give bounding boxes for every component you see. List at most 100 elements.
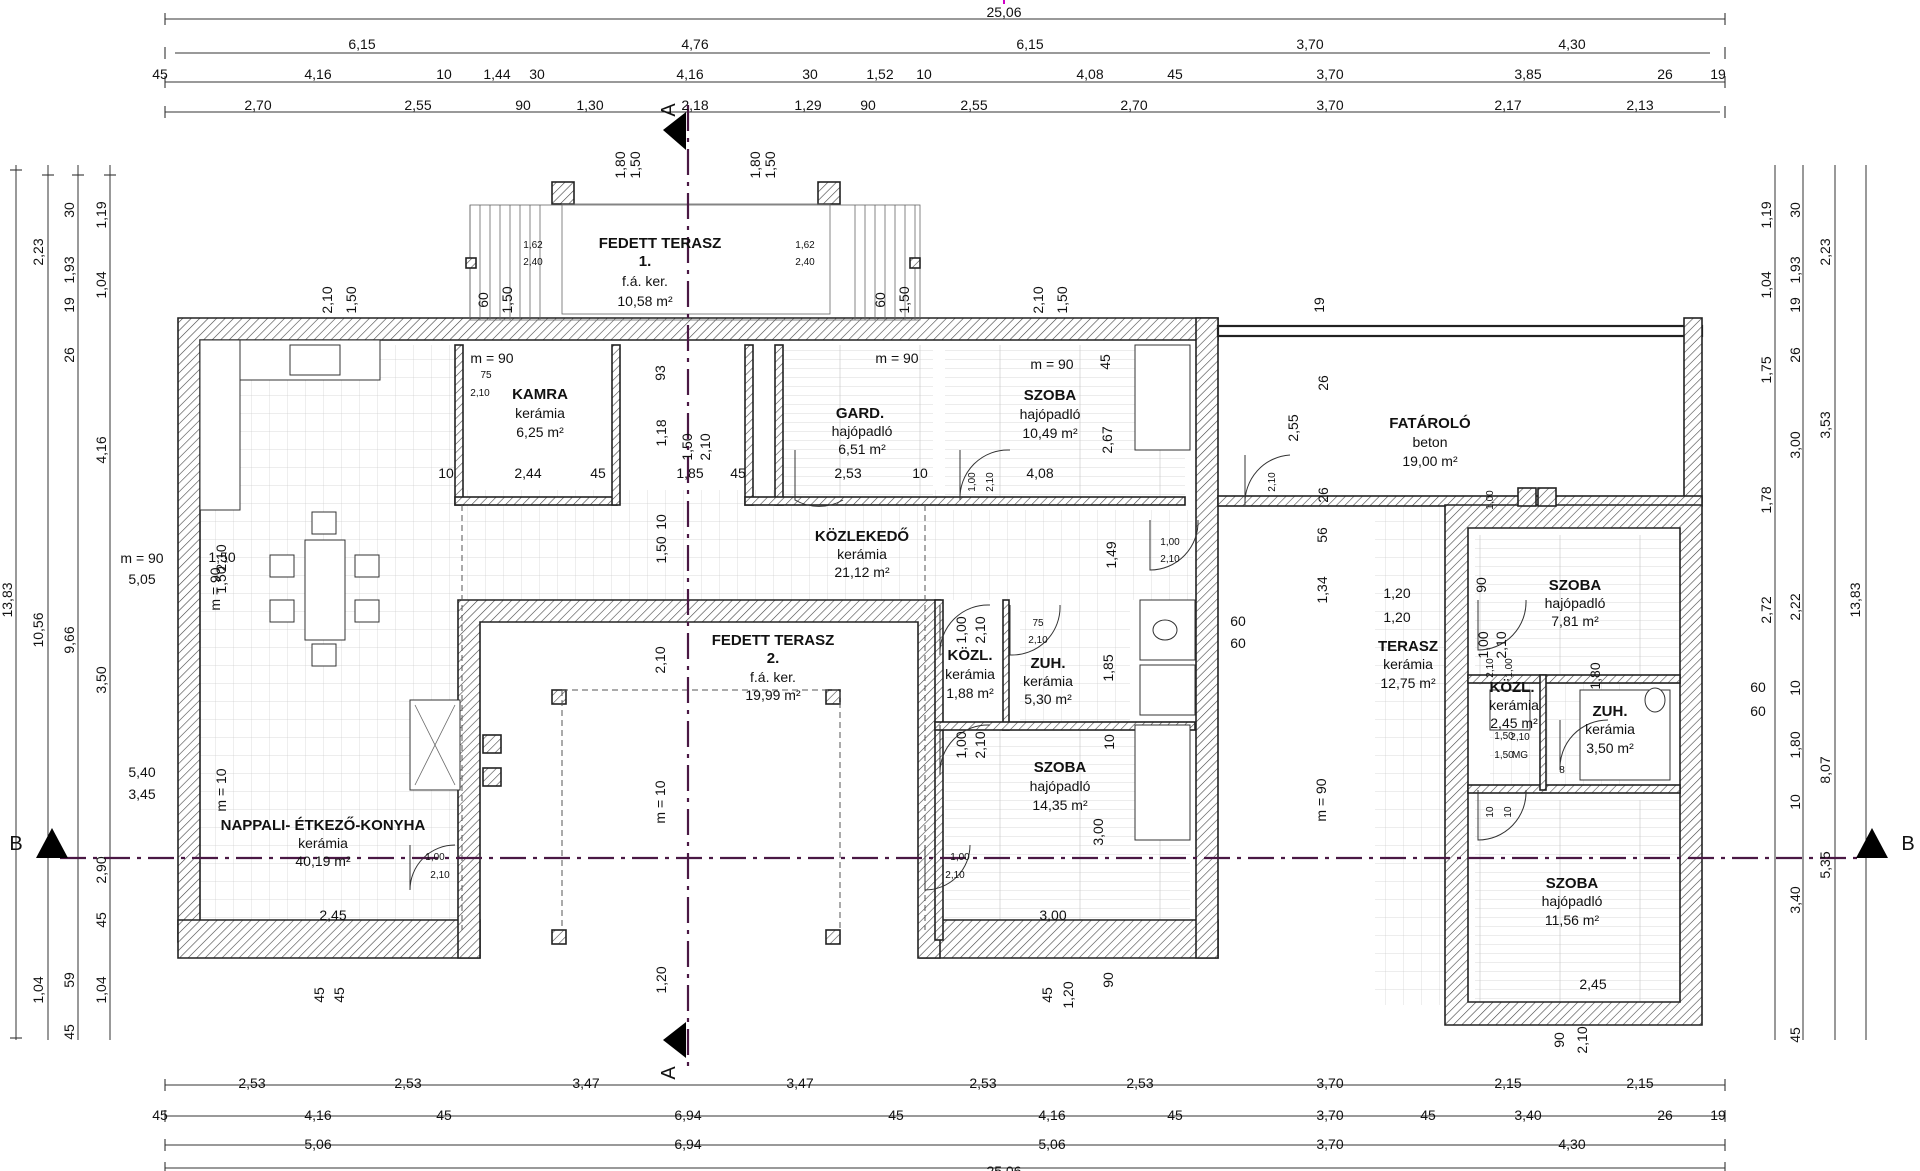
inner-dimension-label: 2,10 <box>1030 286 1046 313</box>
dimension-label-bottom: 2,53 <box>1126 1075 1153 1091</box>
inner-dimension-label: 2,40 <box>523 257 543 268</box>
inner-dimension-label: 2,10 <box>1493 631 1509 658</box>
dimension-label-right: 1,19 <box>1758 201 1774 228</box>
inner-dimension-label: 3,00 <box>1090 818 1106 845</box>
dimension-label-top: 30 <box>802 66 818 82</box>
inner-dimension-label: 45 <box>590 465 606 481</box>
room-name: SZOBA <box>1549 577 1602 594</box>
inner-dimension-label: 2,55 <box>1285 414 1301 441</box>
inner-dimension-label: 1,50 <box>343 286 359 313</box>
room-area: 2,45 m² <box>1490 715 1538 731</box>
dimension-label-right: 8,07 <box>1817 756 1833 783</box>
dimension-label-bottom: 5,06 <box>1038 1136 1065 1152</box>
dimension-label-right: 1,04 <box>1758 271 1774 298</box>
inner-dimension-label: 1,50 <box>653 536 669 563</box>
room-floor: kerámia <box>1489 697 1539 713</box>
room-area: 1,88 m² <box>946 685 994 701</box>
dimension-label-top: 4,16 <box>304 66 331 82</box>
inner-dimension-label: 2,10 <box>1160 554 1180 565</box>
room-name-number: 1. <box>639 253 652 270</box>
inner-dimension-label: 1,80 <box>612 151 628 178</box>
inner-dimension-label: 2,10 <box>1574 1026 1590 1053</box>
inner-dimension-label: 90 <box>1473 577 1489 593</box>
dimension-label-left: 45 <box>61 1024 77 1040</box>
inner-dimension-label: 10 <box>912 465 928 481</box>
room-area: 5,30 m² <box>1024 691 1072 707</box>
dimension-label-left: 1,19 <box>93 201 109 228</box>
inner-dimension-label: 2,10 <box>1028 635 1048 646</box>
dimension-label-bottom: 4,30 <box>1558 1136 1585 1152</box>
dimension-label-right: 2,72 <box>1758 596 1774 623</box>
room-floor: f.á. ker. <box>750 669 796 685</box>
inner-dimension-label: 1,50 <box>1054 286 1070 313</box>
inner-dimension-label: 2,10 <box>430 870 450 881</box>
dimension-label-left: 4,16 <box>93 436 109 463</box>
room-area: 21,12 m² <box>834 564 890 580</box>
inner-dimension-label: 1,50 <box>213 566 229 593</box>
room-labels: FEDETT TERASZ 1. f.á. ker. 10,58 m² KAMR… <box>221 235 1635 928</box>
dimension-label-bottom: 4,16 <box>1038 1107 1065 1123</box>
room-name: FEDETT TERASZ <box>599 235 722 252</box>
inner-dimension-label: 56 <box>1314 527 1330 543</box>
dimension-label-left: 59 <box>61 972 77 988</box>
inner-dimension-label: 1,00 <box>950 852 970 863</box>
section-marker-a-bottom: A <box>658 1066 680 1080</box>
inner-dimension-label: 2,10 <box>1510 732 1530 743</box>
dimension-label-left: 26 <box>61 347 77 363</box>
inner-dimension-label: 2,10 <box>697 433 713 460</box>
dimension-label-bottom: 3,70 <box>1316 1107 1343 1123</box>
inner-dimension-label: 93 <box>652 365 668 381</box>
dimension-label-top: 6,15 <box>348 36 375 52</box>
inner-dimension-label: 3,00 <box>1039 907 1066 923</box>
inner-dimension-label: 2,10 <box>652 646 668 673</box>
dimension-label-right: 5,35 <box>1817 851 1833 878</box>
inner-dimension-label: 45 <box>1039 987 1055 1003</box>
room-name: SZOBA <box>1034 759 1087 776</box>
room-name-number: 2. <box>767 650 780 667</box>
dimension-label-bottom: 45 <box>152 1107 168 1123</box>
dimension-label-top: 4,16 <box>676 66 703 82</box>
dimension-label-right: 19 <box>1787 297 1803 313</box>
dimension-label-top: 3,85 <box>1514 66 1541 82</box>
dimension-label-top: 25,06 <box>986 4 1021 20</box>
inner-dimension-label: 1,20 <box>653 966 669 993</box>
inner-dimension-label: 1,00 <box>953 731 969 758</box>
dimension-label-bottom: 4,16 <box>304 1107 331 1123</box>
dimension-label-top: 1,29 <box>794 97 821 113</box>
dimension-label-right: 1,80 <box>1787 731 1803 758</box>
dimension-label-bottom: 19 <box>1710 1107 1726 1123</box>
dimension-label-top: 2,55 <box>404 97 431 113</box>
room-area: 12,75 m² <box>1380 675 1436 691</box>
dimension-label-left: 19 <box>61 297 77 313</box>
inner-dimension-label: 60 <box>1750 679 1766 695</box>
dimension-label-top: 30 <box>529 66 545 82</box>
inner-dimension-label: 3,45 <box>128 786 155 802</box>
dimension-label-right: 26 <box>1787 347 1803 363</box>
inner-dimension-label: 1,50 <box>627 151 643 178</box>
inner-dimension-label: 5,40 <box>128 764 155 780</box>
inner-dimension-label: 10 <box>1485 806 1496 818</box>
inner-dimension-label: 8 <box>1559 765 1565 776</box>
inner-dimension-label: 2,10 <box>1485 658 1496 678</box>
inner-dimension-label: m = 90 <box>1313 778 1329 821</box>
dimension-label-left: 2,90 <box>93 856 109 883</box>
inner-dimension-label: 1,80 <box>1587 662 1603 689</box>
furniture <box>199 339 1671 841</box>
inner-dimension-label: 2,45 <box>1579 976 1606 992</box>
dimension-label-top: 4,08 <box>1076 66 1103 82</box>
room-name: NAPPALI- ÉTKEZŐ-KONYHA <box>221 816 426 834</box>
room-floor: hajópadló <box>1030 778 1091 794</box>
room-area: 10,49 m² <box>1022 425 1078 441</box>
inner-dimension-label: 1,62 <box>795 240 815 251</box>
room-floor: kerámia <box>837 546 887 562</box>
room-name: KÖZLEKEDŐ <box>815 527 910 545</box>
dimension-label-left: 3,50 <box>93 666 109 693</box>
room-floor: hajópadló <box>1542 893 1603 909</box>
room-name: ZUH. <box>1031 655 1066 672</box>
section-labels: A A B B <box>9 103 1914 1080</box>
inner-dimension-label: 10 <box>1503 806 1514 818</box>
inner-dimension-label: 4,08 <box>1026 465 1053 481</box>
inner-dimension-label: 90 <box>1100 972 1116 988</box>
inner-dimension-label: 2,67 <box>1099 426 1115 453</box>
